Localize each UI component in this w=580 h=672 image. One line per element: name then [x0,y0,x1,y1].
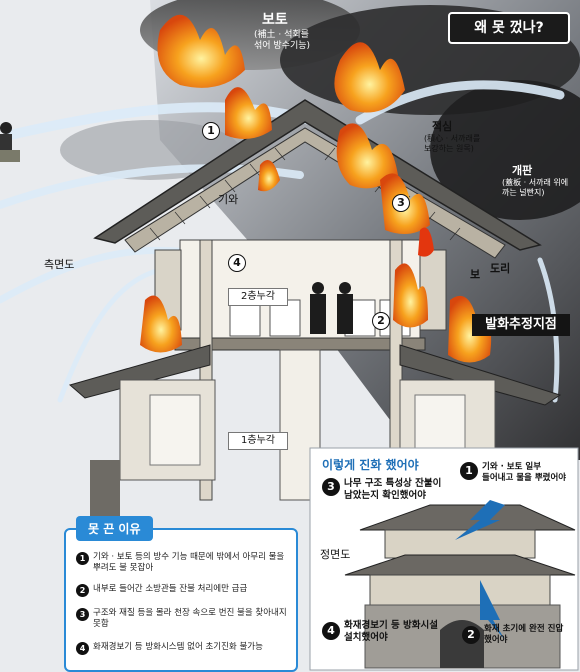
reason-text-1: 기와 · 보토 등의 방수 기능 때문에 밖에서 아무리 물을 뿌려도 불 못잡… [93,552,285,574]
diagram-num-2: 2 [372,312,390,330]
fix-text-3: 나무 구조 특성상 잔불이 남았는지 확인했어야 [344,478,442,502]
label-jeoksim: 적심 [432,120,453,133]
label-boto-note: (補土 · 석회를 섞어 방수기능) [254,30,311,52]
label-bo: 보 [470,268,481,281]
reason-text-2: 내부로 들어간 소방관들 잔불 처리에만 급급 [93,584,248,594]
fix-panel-title: 이렇게 진화 했어야 [322,458,419,472]
label-side-view: 측면도 [44,258,75,271]
label-dori: 도리 [490,262,511,275]
label-gaepan: 개판 [512,164,533,177]
pavilion-side-view [68,99,562,520]
reasons-panel: 못 끈 이유 1 기와 · 보토 등의 방수 기능 때문에 밖에서 아무리 물을 … [64,516,298,672]
floor-2-label: 2층누각 [228,288,288,306]
floor-1-label: 1층누각 [228,432,288,450]
fix-num-1: 1 [460,462,478,480]
label-giwa: 기와 [218,193,239,206]
reason-item-2: 2 내부로 들어간 소방관들 잔불 처리에만 급급 [76,584,291,597]
fix-text-4: 화재경보기 등 방화시설 설치했어야 [344,620,439,644]
label-jeoksim-note: (積心 · 서까래를 보강하는 원목) [424,134,481,153]
diagram-num-3: 3 [392,194,410,212]
diagram-num-4: 4 [228,254,246,272]
label-boto: 보토 [262,12,288,28]
fix-num-3: 3 [322,478,340,496]
fire-flames [140,14,492,363]
label-front-view: 정면도 [320,548,351,561]
fix-arrows [455,500,505,640]
reason-item-4: 4 화재경보기 등 방화시스템 없어 초기진화 불가능 [76,642,291,655]
reason-text-3: 구조와 재질 등을 몰라 천장 속으로 번진 불을 찾아내지 못함 [93,608,287,630]
ignition-point-label: 발화추정지점 [472,314,570,336]
question-badge: 왜 못 껐나? [448,12,570,44]
reason-num-1: 1 [76,552,89,565]
fix-num-4: 4 [322,622,340,640]
reason-num-4: 4 [76,642,89,655]
label-gaepan-note: (蓋板 · 서까래 위에 까는 널빤지) [502,178,569,197]
reasons-panel-title: 못 끈 이유 [76,516,153,541]
fix-num-2: 2 [462,626,480,644]
diagram-num-1: 1 [202,122,220,140]
firefighter-left [0,122,20,162]
firefighters-inside [310,282,353,334]
pavilion-front-view [309,447,579,671]
reason-item-1: 1 기와 · 보토 등의 방수 기능 때문에 밖에서 아무리 물을 뿌려도 불 못… [76,552,291,574]
reason-num-2: 2 [76,584,89,597]
reason-text-4: 화재경보기 등 방화시스템 없어 초기진화 불가능 [93,642,263,652]
reason-num-3: 3 [76,608,89,621]
reason-item-3: 3 구조와 재질 등을 몰라 천장 속으로 번진 불을 찾아내지 못함 [76,608,291,630]
fix-text-1: 기와 · 보토 일부 들어내고 물을 뿌렸어야 [482,462,567,484]
fix-text-2: 화재 초기에 완전 진압 했어야 [484,624,564,646]
